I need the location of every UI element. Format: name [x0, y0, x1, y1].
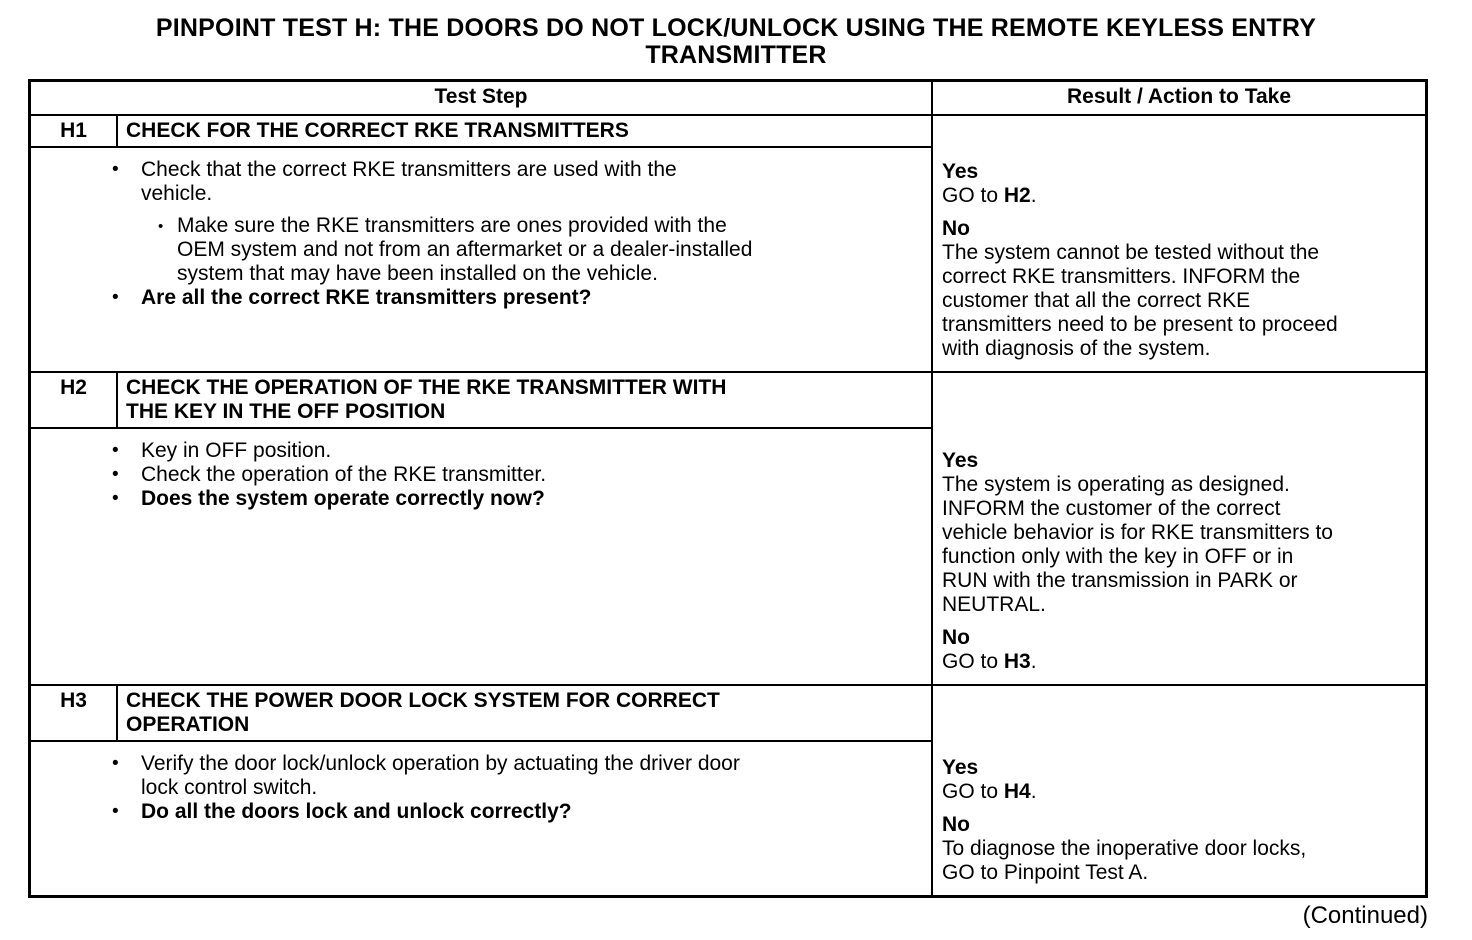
- bullet-marker-icon: •: [112, 488, 119, 509]
- result-action-text: GO to H2.: [942, 184, 1037, 207]
- result-answer-label: No: [942, 626, 970, 649]
- bullet-marker-icon: •: [112, 464, 119, 485]
- bullet-item: • Check the operation of the RKE transmit…: [112, 463, 921, 487]
- bullet-item: • Key in OFF position.: [112, 439, 921, 463]
- step-row: H3 CHECK THE POWER DOOR LOCK SYSTEM FOR …: [31, 684, 1425, 895]
- bullet-marker-icon: •: [112, 753, 119, 774]
- result-action-text: The system is operating as designed. INF…: [942, 473, 1333, 616]
- step-row: H2 CHECK THE OPERATION OF THE RKE TRANSM…: [31, 371, 1425, 684]
- bullet-text: Does the system operate correctly now?: [141, 487, 545, 510]
- result-action-text: The system cannot be tested without the …: [942, 241, 1338, 360]
- step-title-row: H1 CHECK FOR THE CORRECT RKE TRANSMITTER…: [31, 116, 931, 148]
- result-action-text: GO to H4.: [942, 780, 1037, 803]
- bullet-item: • Make sure the RKE transmitters are ones…: [158, 214, 921, 286]
- result-action-text: To diagnose the inoperative door locks, …: [942, 837, 1307, 884]
- table-body: H1 CHECK FOR THE CORRECT RKE TRANSMITTER…: [31, 116, 1425, 895]
- result-action-text: GO to H3.: [942, 650, 1037, 673]
- bullet-item: • Check that the correct RKE transmitters…: [112, 158, 921, 206]
- step-title-row: H2 CHECK THE OPERATION OF THE RKE TRANSM…: [31, 373, 931, 429]
- result-answer-label: No: [942, 813, 970, 836]
- step-title: CHECK FOR THE CORRECT RKE TRANSMITTERS: [126, 119, 629, 142]
- bullet-text: Check the operation of the RKE transmitt…: [141, 463, 547, 486]
- bullet-text: Verify the door lock/unlock operation by…: [141, 752, 740, 799]
- bullet-text: Check that the correct RKE transmitters …: [141, 158, 677, 205]
- bullet-marker-icon: •: [158, 218, 164, 235]
- bullet-text: Key in OFF position.: [141, 439, 332, 462]
- step-bullet-list: • Check that the correct RKE transmitters…: [31, 148, 931, 371]
- column-header-result-action: Result / Action to Take: [931, 82, 1425, 114]
- step-id: H2: [31, 373, 118, 427]
- bullet-marker-icon: •: [112, 801, 119, 822]
- result-answer-label: Yes: [942, 449, 979, 472]
- step-title: CHECK THE OPERATION OF THE RKE TRANSMITT…: [126, 376, 727, 423]
- bullet-item: • Are all the correct RKE transmitters pr…: [112, 286, 921, 310]
- bullet-marker-icon: •: [112, 440, 119, 461]
- step-title: CHECK THE POWER DOOR LOCK SYSTEM FOR COR…: [126, 689, 720, 736]
- bullet-item: • Verify the door lock/unlock operation b…: [112, 752, 921, 800]
- step-bullet-list: • Verify the door lock/unlock operation b…: [31, 742, 931, 895]
- bullet-text: Are all the correct RKE transmitters pre…: [141, 286, 592, 309]
- step-test-column: H2 CHECK THE OPERATION OF THE RKE TRANSM…: [31, 373, 931, 684]
- step-title-row: H3 CHECK THE POWER DOOR LOCK SYSTEM FOR …: [31, 686, 931, 742]
- step-row: H1 CHECK FOR THE CORRECT RKE TRANSMITTER…: [31, 116, 1425, 371]
- result-answer-label: Yes: [942, 756, 979, 779]
- bullet-item: • Do all the doors lock and unlock correc…: [112, 800, 921, 824]
- bullet-text: Make sure the RKE transmitters are ones …: [177, 214, 753, 285]
- step-id: H1: [31, 116, 118, 146]
- pinpoint-test-table: Test Step Result / Action to Take H1 CHE…: [28, 79, 1428, 898]
- result-answer-label: No: [942, 217, 970, 240]
- table-header-row: Test Step Result / Action to Take: [31, 82, 1425, 116]
- page-title: PINPOINT TEST H: THE DOORS DO NOT LOCK/U…: [155, 14, 1317, 69]
- result-answer-label: Yes: [942, 160, 979, 183]
- bullet-marker-icon: •: [112, 159, 119, 180]
- column-header-test-step: Test Step: [434, 85, 528, 108]
- step-test-column: H1 CHECK FOR THE CORRECT RKE TRANSMITTER…: [31, 116, 931, 371]
- step-bullet-list: • Key in OFF position. • Check the operatio…: [31, 429, 931, 684]
- step-id: H3: [31, 686, 118, 740]
- continued-note: (Continued): [1302, 902, 1428, 929]
- bullet-item: • Does the system operate correctly now?: [112, 487, 921, 511]
- bullet-text: Do all the doors lock and unlock correct…: [141, 800, 572, 823]
- bullet-marker-icon: •: [112, 287, 119, 308]
- step-test-column: H3 CHECK THE POWER DOOR LOCK SYSTEM FOR …: [31, 686, 931, 895]
